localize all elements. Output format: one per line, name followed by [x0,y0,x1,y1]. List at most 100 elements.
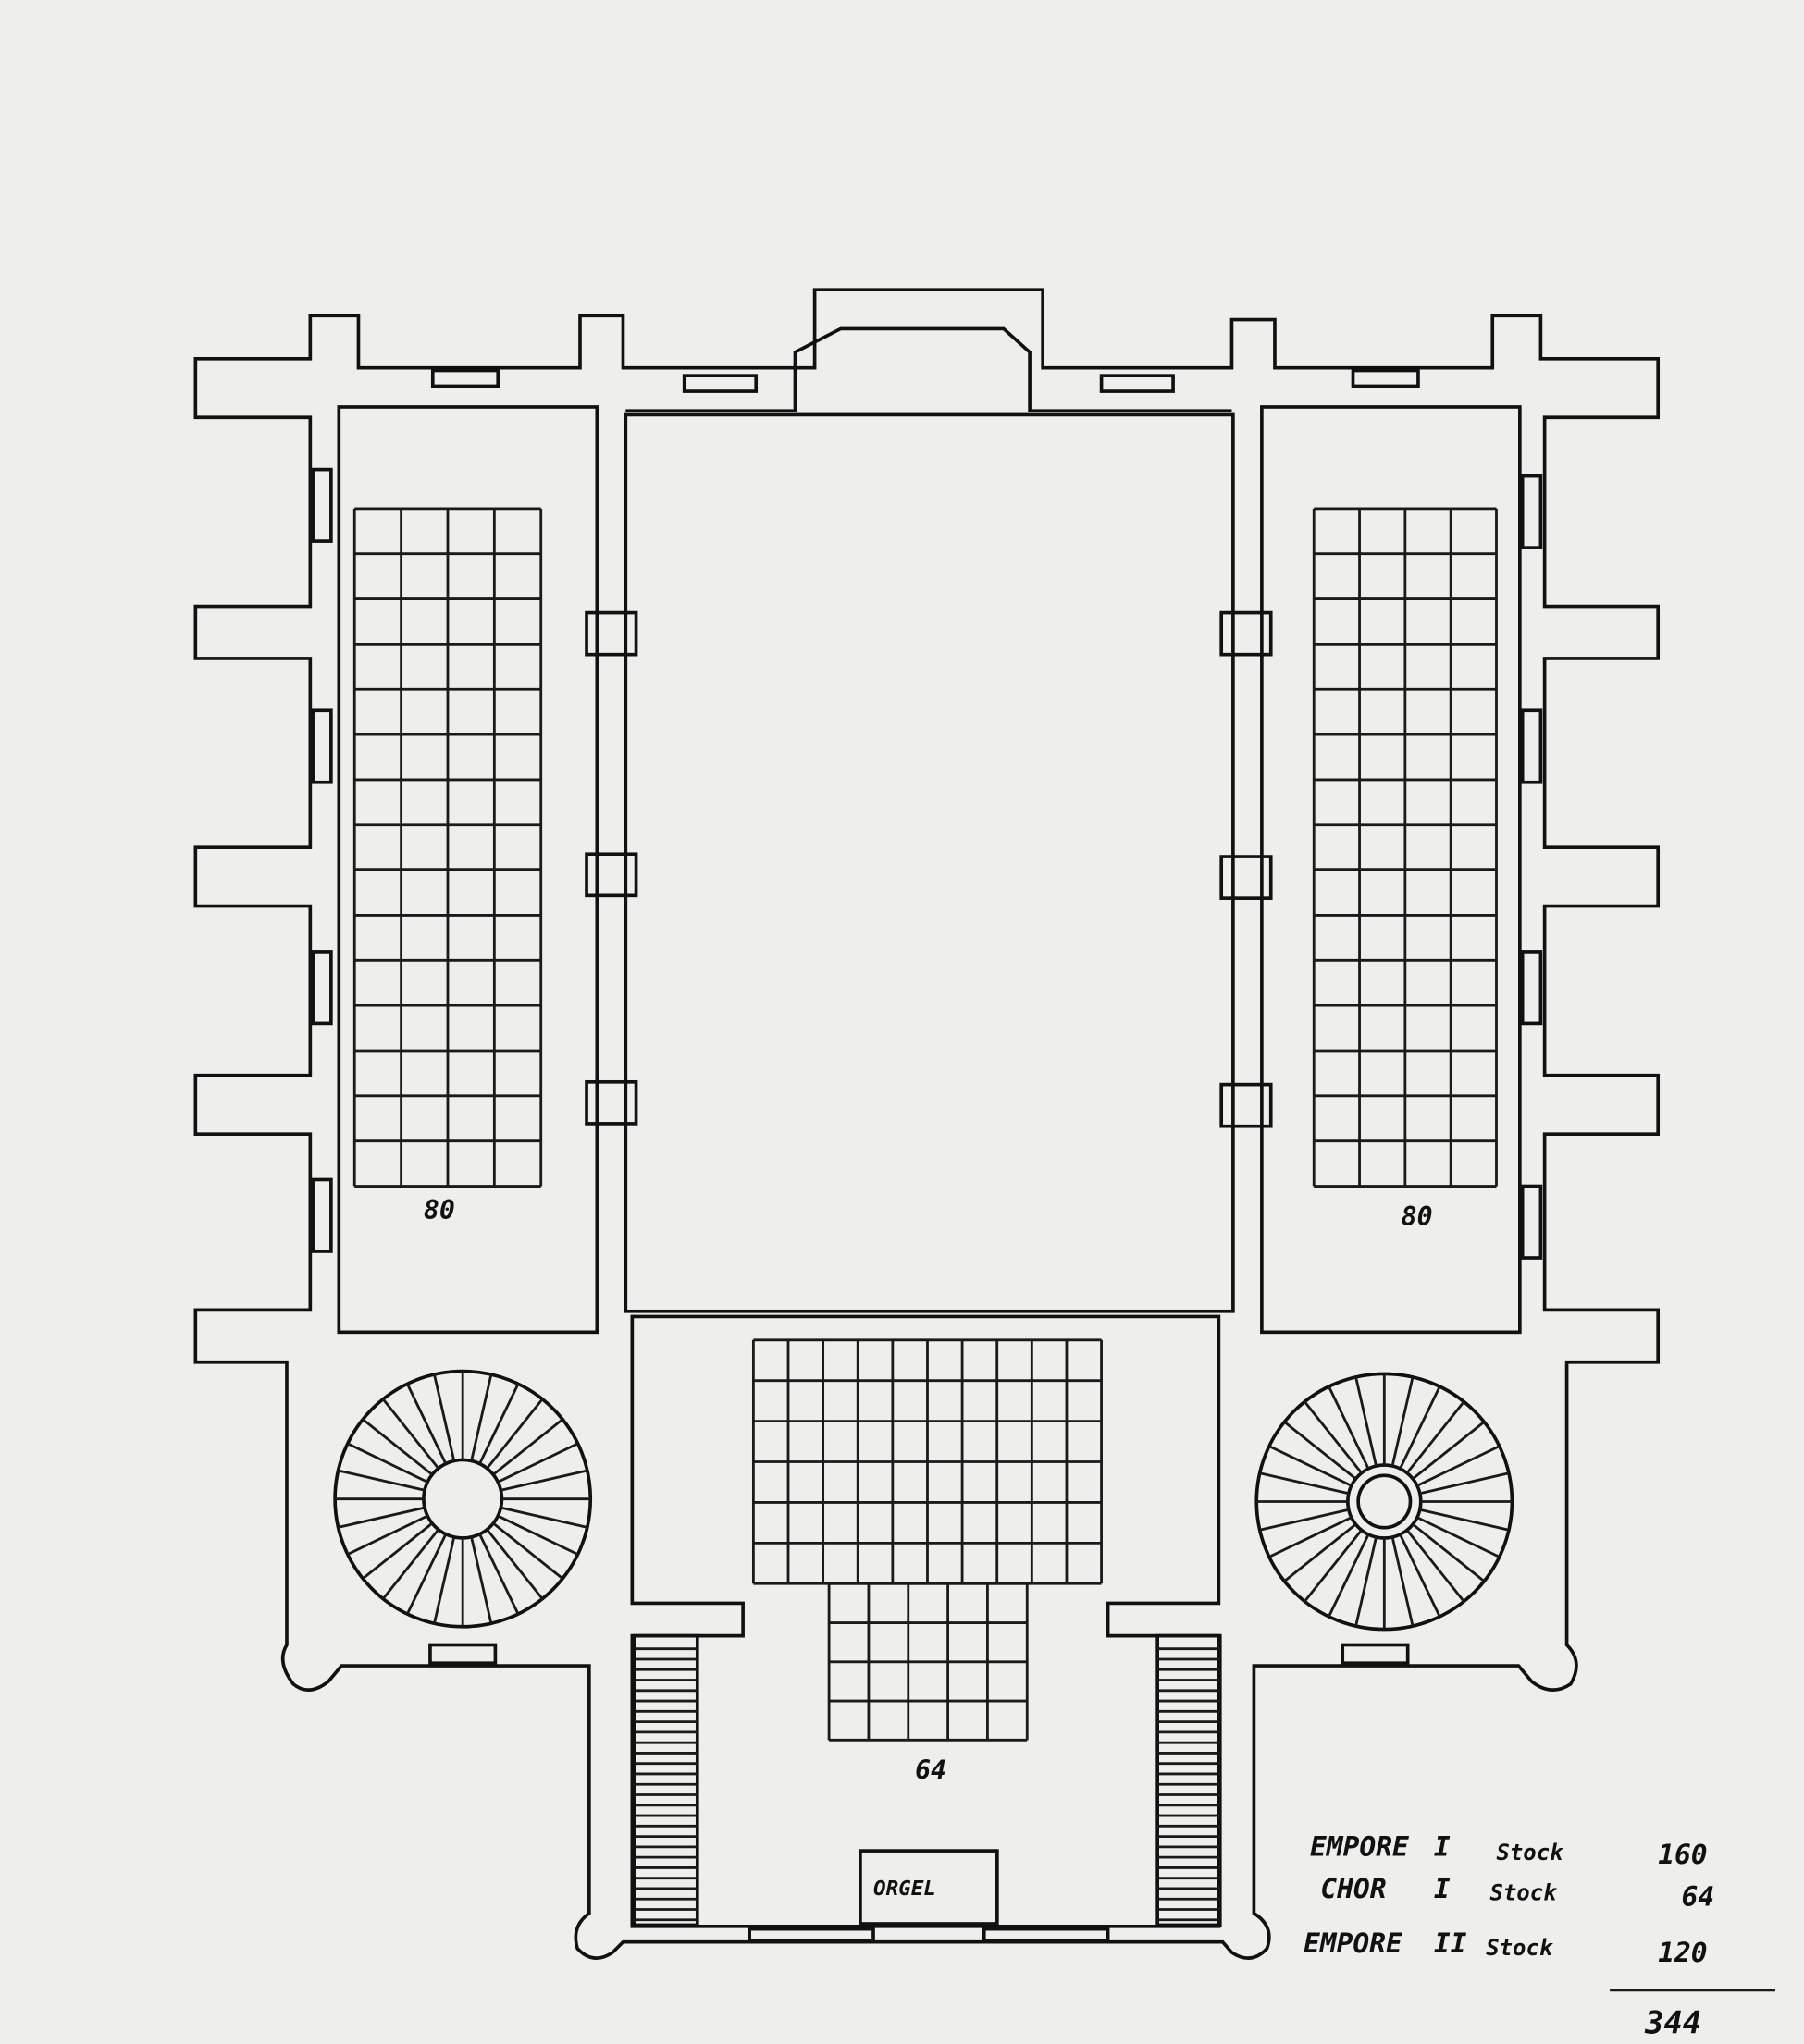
spiral-stair-tread [470,1536,493,1624]
spiral-stair-tread [1419,1508,1510,1532]
spiral-stair-tread [1259,1508,1350,1532]
spiral-stair-tread [338,1506,426,1529]
choir-lower-grid [827,1582,1029,1742]
spiral-stair-tread [1390,1376,1415,1467]
spiral-stair-tread [1283,1421,1357,1481]
tally-count: 64 [1682,1880,1715,1912]
spiral-stair-tread [1416,1445,1501,1487]
nave [624,412,1235,1313]
window [311,708,333,784]
spiral-stair-tread [362,1521,434,1580]
right-gallery-grid [1312,507,1498,1188]
spiral-stair-tread [492,1521,564,1580]
stair-treads [335,1371,1513,1922]
spiral-stair-tread [486,1528,544,1600]
tally-total: 344 [1644,2004,1701,2040]
window [1520,474,1543,549]
window [1520,950,1543,1026]
seat-tally: EMPORE I Stock 160 CHOR I Stock 64 EMPOR… [1304,1831,1776,2040]
spiral-stair-tread [497,1514,579,1556]
pier [1219,855,1273,900]
pier [585,852,638,898]
right-stair-well [1155,1633,1222,1927]
spiral-stair-tread [497,1442,579,1484]
organ-box [859,1849,999,1926]
tally-level: I [1434,1873,1451,1904]
tally-level: II [1434,1927,1467,1959]
spiral-stair-tread [1390,1536,1415,1627]
spiral-stair-tread [1399,1533,1441,1618]
pier [1219,610,1273,657]
spiral-stair-tread [1419,1471,1510,1496]
window [682,374,759,393]
spiral-stair-tread [1405,1400,1465,1474]
left-stair-newel [422,1458,504,1540]
spiral-stair-tread [500,1506,588,1529]
window [311,1177,333,1253]
tally-floor: Stock [1496,1840,1564,1865]
tally-name: EMPORE [1304,1927,1403,1959]
tally-floor: Stock [1486,1935,1554,1961]
right-stair-newel-inner [1356,1473,1413,1530]
tally-level: I [1434,1831,1451,1863]
spiral-stair-tread [1399,1385,1441,1470]
spiral-stair-tread [1354,1376,1378,1467]
spiral-stair-tread [1268,1516,1353,1558]
window [430,368,500,388]
spiral-stair-tread [1304,1529,1363,1603]
spiral-stair-tread [1304,1400,1363,1474]
tally-name: EMPORE [1310,1831,1410,1863]
spiral-stair-tread [1283,1522,1357,1582]
spiral-stair-tread [347,1442,428,1484]
tally-count: 160 [1658,1839,1707,1870]
tally-count: 120 [1658,1937,1707,1968]
spiral-stair-tread [433,1373,456,1461]
left-stair-well [633,1633,699,1927]
spiral-stair-tread [486,1398,544,1470]
left-gallery-grid [352,507,543,1188]
pier [585,1079,638,1126]
right-room [1260,405,1522,1335]
spiral-stair-tread [1412,1522,1486,1582]
spiral-stair-tread [362,1418,434,1476]
window [311,950,333,1026]
spiral-stair-tread [1416,1516,1501,1558]
window [1099,374,1175,393]
apse-inner [625,326,1232,413]
pier [1219,1082,1273,1128]
spiral-stair-tread [1328,1385,1370,1470]
spiral-stair-tread [433,1536,456,1624]
tally-floor: Stock [1489,1880,1558,1906]
spiral-stair-tread [478,1533,520,1615]
window [1351,368,1420,388]
left-room [337,405,599,1335]
window [1520,1184,1543,1260]
spiral-stair-tread [1412,1421,1486,1481]
spiral-stair-tread [381,1398,439,1470]
spiral-stair-tread [1268,1445,1353,1487]
building-outline [193,288,1661,1960]
spiral-stair-tread [492,1418,564,1476]
choir-seat-count: 64 [915,1755,946,1786]
organ-label: ORGEL [873,1877,936,1901]
window [428,1643,498,1666]
tally-name: CHOR [1320,1873,1386,1904]
choir-upper-grid [751,1338,1103,1585]
right-gallery-seat-count: 80 [1402,1201,1433,1232]
spiral-stair-tread [381,1528,439,1600]
outer-walls [193,288,1661,1960]
spiral-stair-tread [406,1533,448,1615]
pier [585,610,638,657]
seating-grids [352,507,1498,1742]
spiral-stair-tread [406,1383,448,1465]
spiral-stair-tread [470,1373,493,1461]
spiral-stair-tread [1405,1529,1465,1603]
spiral-stair-tread [347,1514,428,1556]
window [1520,708,1543,784]
spiral-stair-tread [338,1469,426,1492]
window [311,467,333,543]
window [982,1927,1110,1943]
window [748,1927,875,1943]
left-gallery-seat-count: 80 [424,1195,455,1225]
spiral-stair-tread [500,1469,588,1492]
